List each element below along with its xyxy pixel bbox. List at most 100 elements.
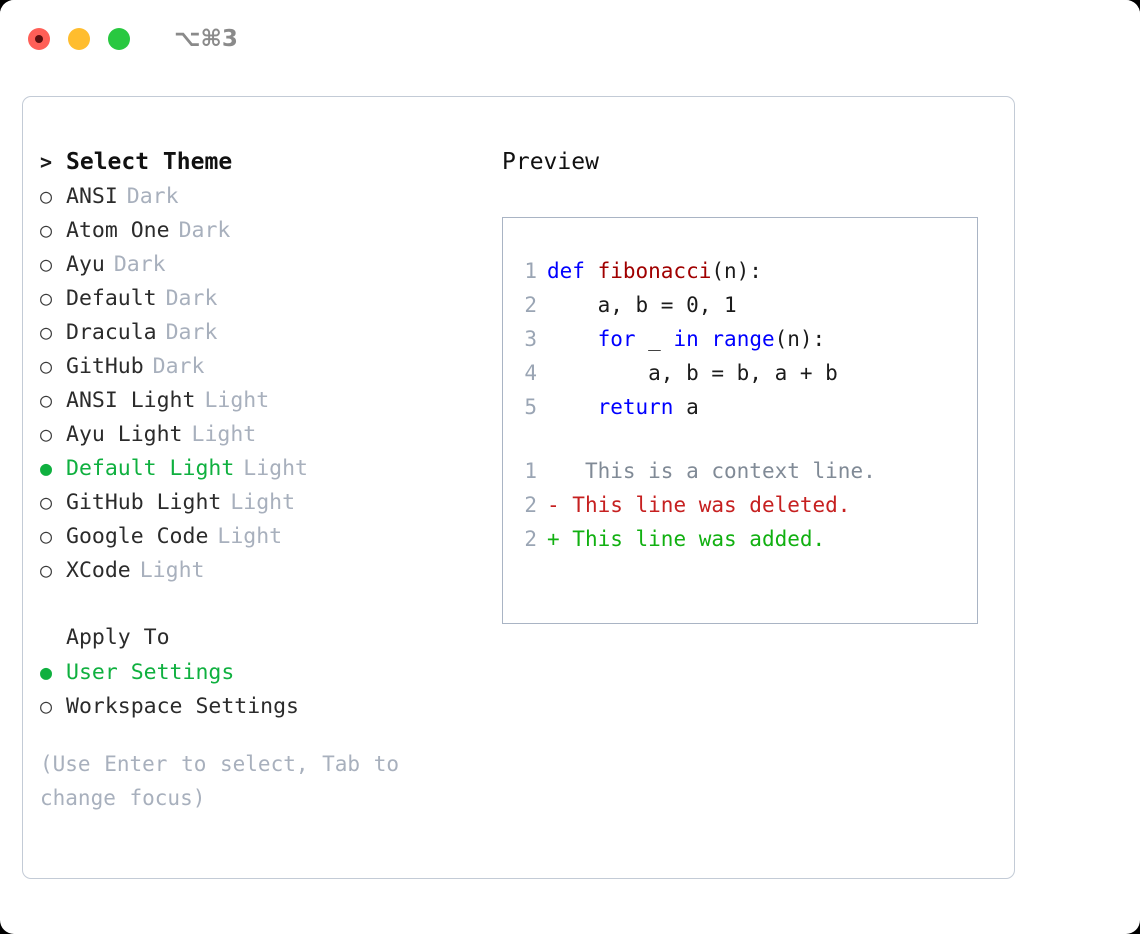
theme-option-variant: Light xyxy=(243,456,309,481)
diff-marker xyxy=(547,454,560,488)
diff-marker: + xyxy=(547,527,560,551)
code-line: 3 for _ in range(n): xyxy=(503,322,977,356)
code-line-text: a, b = 0, 1 xyxy=(547,288,737,322)
theme-option-variant: Dark xyxy=(165,286,218,311)
minimize-button[interactable] xyxy=(68,28,90,50)
apply-to-list: ●User Settings ○ Workspace Settings xyxy=(40,655,490,723)
line-number: 1 xyxy=(524,459,537,483)
line-number: 2 xyxy=(524,493,537,517)
radio-unselected-icon: ○ xyxy=(40,524,53,548)
apply-to-option-user-settings[interactable]: ●User Settings xyxy=(40,655,490,689)
code-token-plain: a, b = b, a + b xyxy=(547,361,838,385)
theme-option-label: Ayu Light xyxy=(66,422,183,447)
diff-line-text: This line was deleted. xyxy=(559,493,851,517)
code-token-plain: a xyxy=(673,395,699,419)
select-theme-heading: > Select Theme xyxy=(40,145,490,179)
code-token-kw: def xyxy=(547,259,598,283)
window-titlebar: ⌥⌘3 xyxy=(0,0,1140,78)
theme-option-label: Default Light xyxy=(66,456,235,481)
theme-option-variant: Dark xyxy=(113,252,166,277)
code-token-plain xyxy=(547,395,598,419)
theme-option-label: ANSI Light xyxy=(66,388,196,413)
keyboard-shortcut-label: ⌥⌘3 xyxy=(174,26,238,52)
code-token-plain xyxy=(547,327,598,351)
theme-option-label: Atom One xyxy=(66,218,170,243)
apply-to-option-label: Workspace Settings xyxy=(66,694,299,719)
theme-option-label: ANSI xyxy=(66,184,118,209)
code-line-text: return a xyxy=(547,390,699,424)
code-token-kw: return xyxy=(597,395,674,419)
radio-unselected-icon: ○ xyxy=(40,490,53,514)
line-number: 2 xyxy=(524,527,537,551)
theme-option-variant: Light xyxy=(204,388,270,413)
caret-icon: > xyxy=(40,150,53,174)
preview-title: Preview xyxy=(502,149,599,175)
keyboard-hint-text: (Use Enter to select, Tab to change focu… xyxy=(40,752,400,810)
radio-unselected-icon: ○ xyxy=(40,286,53,310)
diff-line-text: This is a context line. xyxy=(559,459,876,483)
code-line-text: def fibonacci(n): xyxy=(547,254,762,288)
theme-option-variant: Dark xyxy=(152,354,205,379)
code-token-fn: fibonacci xyxy=(597,259,712,283)
code-line-text: a, b = b, a + b xyxy=(547,356,838,390)
radio-unselected-icon: ○ xyxy=(40,422,53,446)
code-line: 4 a, b = b, a + b xyxy=(503,356,977,390)
theme-option-variant: Dark xyxy=(126,184,179,209)
theme-option-xcode[interactable]: ○ XCode Light xyxy=(40,553,490,587)
theme-option-variant: Light xyxy=(191,422,257,447)
line-number: 5 xyxy=(524,395,537,419)
theme-option-label: XCode xyxy=(66,558,131,583)
theme-option-variant: Light xyxy=(230,490,296,515)
theme-option-variant: Light xyxy=(139,558,205,583)
close-button[interactable] xyxy=(28,28,50,50)
code-diff-separator xyxy=(503,424,977,454)
apply-to-option-workspace-settings[interactable]: ○ Workspace Settings xyxy=(40,689,490,723)
line-number: 4 xyxy=(524,361,537,385)
code-line-text: for _ in range(n): xyxy=(547,322,826,356)
traffic-lights xyxy=(28,28,130,50)
line-number: 1 xyxy=(524,259,537,283)
apply-to-heading: Apply To xyxy=(66,625,170,650)
code-line: 5 return a xyxy=(503,390,977,424)
radio-unselected-icon: ○ xyxy=(40,354,53,378)
radio-unselected-icon: ○ xyxy=(40,558,53,582)
page-title: Select Theme xyxy=(66,149,233,175)
diff-line: 2+ This line was added. xyxy=(503,522,977,556)
record-dot-icon xyxy=(35,35,43,43)
diff-sample: 1 This is a context line. 2- This line wa… xyxy=(503,454,977,556)
line-number: 3 xyxy=(524,327,537,351)
theme-option-label: GitHub xyxy=(66,354,144,379)
radio-unselected-icon: ○ xyxy=(40,320,53,344)
code-token-plain: (n): xyxy=(711,259,762,283)
apply-to-option-label: User Settings xyxy=(66,660,235,685)
theme-option-variant: Light xyxy=(217,524,283,549)
diff-marker: - xyxy=(547,493,560,517)
theme-option-label: GitHub Light xyxy=(66,490,222,515)
code-token-plain: _ xyxy=(635,327,674,351)
list-spacer xyxy=(40,587,490,621)
code-token-kw: for xyxy=(597,327,636,351)
code-token-kw: range xyxy=(711,327,775,351)
theme-option-github-light[interactable]: ○ GitHub Light Light xyxy=(40,485,490,519)
theme-option-ayu-light[interactable]: ○ Ayu Light Light xyxy=(40,417,490,451)
diff-line: 2- This line was deleted. xyxy=(503,488,977,522)
code-token-plain: (n): xyxy=(774,327,826,351)
radio-unselected-icon: ○ xyxy=(40,694,53,718)
maximize-button[interactable] xyxy=(108,28,130,50)
theme-option-github[interactable]: ○ GitHub Dark xyxy=(40,349,490,383)
theme-option-label: Ayu xyxy=(66,252,105,277)
